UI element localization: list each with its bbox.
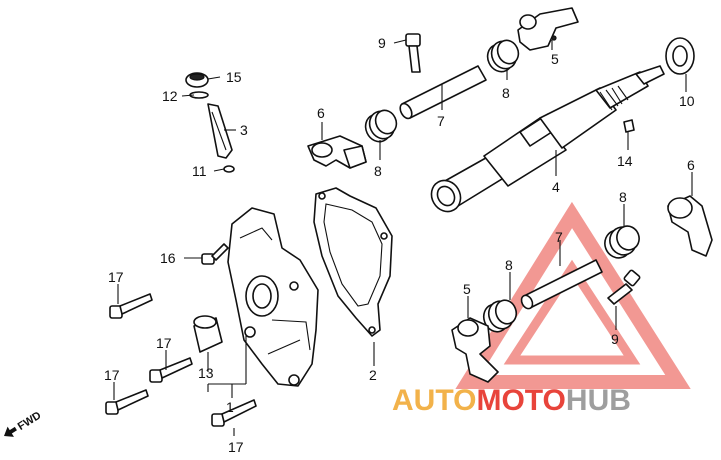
callout-13: 13 [198,365,214,381]
callout-17-b: 17 [156,335,172,351]
callout-8-lower: 8 [505,257,513,273]
fwd-label: FWD [16,409,44,432]
part-17-bolt-2 [149,357,193,383]
part-14-pin [623,119,635,133]
part-5-shift-fork-top [517,7,579,51]
callout-4: 4 [552,179,560,195]
callout-6-left: 6 [317,105,325,121]
callout-5-top: 5 [551,51,559,67]
watermark-logo-triangle [455,201,691,389]
part-6-shift-fork-left [307,135,367,169]
callout-10: 10 [679,93,695,109]
part-17-bolt-1 [109,293,153,319]
fwd-arrow-icon [4,426,17,437]
callout-1: 1 [226,399,234,415]
leader-lines [113,39,693,436]
part-2-gasket [313,187,393,337]
part-17-bolt-4 [211,399,257,427]
callout-2: 2 [369,367,377,383]
callout-14: 14 [617,153,633,169]
callout-17-a: 17 [108,269,124,285]
callout-9-top: 9 [378,35,386,51]
watermark-word-auto: AUTO [392,384,476,417]
part-8-spring-mid-right [604,225,640,259]
part-10-thrust-washer [665,37,695,75]
callout-11: 11 [192,163,207,179]
callout-17-d: 17 [228,439,244,455]
callout-8-mid-right: 8 [619,189,627,205]
callout-7-lower: 7 [555,229,563,245]
part-17-bolt-3 [105,389,149,415]
callout-16: 16 [160,250,176,266]
part-4-shift-drum [430,65,665,213]
callout-15: 15 [226,69,242,85]
callout-8-top-right: 8 [502,85,510,101]
callout-17-c: 17 [104,367,120,383]
watermark-logo-text: AUTOMOTOHUB [392,384,631,417]
watermark-word-hub: HUB [566,384,631,417]
part-3-shift-arm [185,72,235,173]
part-7-fork-shaft-lower [520,259,603,310]
callout-9-lower: 9 [611,331,619,347]
fwd-direction-indicator: FWD [4,409,44,437]
part-9-bolt-lower [607,269,641,305]
part-9-bolt-top [405,33,421,73]
callout-7-top: 7 [437,113,445,129]
part-1-gearshift-housing [227,207,319,387]
part-8-spring-lower [482,299,518,333]
svg-text:AUTOMOTOHUB: AUTOMOTOHUB [392,384,631,417]
callout-12: 12 [162,88,178,104]
part-8-spring-top-left [364,109,398,143]
part-7-fork-shaft-top [399,65,487,120]
part-13-cap [193,315,223,353]
callout-labels: 15 12 3 11 9 7 8 5 6 8 10 4 14 6 8 7 8 9… [104,35,695,455]
watermark-word-moto: MOTO [476,384,565,417]
callout-6-right: 6 [687,157,695,173]
part-16-bolt [201,243,229,265]
part-6-shift-fork-right [667,195,713,257]
callout-3: 3 [240,122,248,138]
callout-5-lower: 5 [463,281,471,297]
part-5-shift-fork-lower [451,317,499,383]
drum-teeth [599,85,629,111]
part-8-spring-top-right [486,39,520,73]
callout-8-top-left: 8 [374,163,382,179]
